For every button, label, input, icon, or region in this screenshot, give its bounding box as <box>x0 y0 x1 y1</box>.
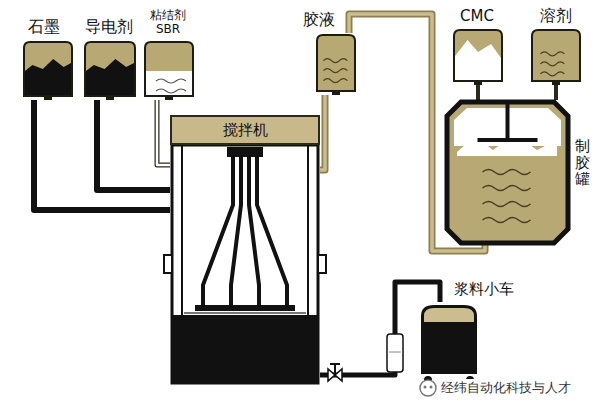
pipe-stroke <box>97 100 170 190</box>
tank-outline <box>445 100 570 245</box>
mixer-node: 搅拌机 <box>170 115 320 385</box>
node-label: 胶液 <box>303 10 335 29</box>
hopper-node: 粘结剂 SBR <box>143 40 195 100</box>
pipe-connector <box>34 100 170 210</box>
hopper-node: 石墨 <box>22 40 74 100</box>
pipe-connector <box>478 85 479 100</box>
node-label: 溶剂 <box>540 6 572 25</box>
pipe-stroke <box>320 95 325 170</box>
tank-node: 制胶罐 <box>445 100 570 245</box>
pipe-stroke <box>157 100 170 165</box>
valve-symbol <box>328 364 342 381</box>
hopper-outline <box>83 40 137 100</box>
hopper-node: CMC <box>452 28 504 85</box>
mixer-outline <box>170 115 320 385</box>
pipe-stroke <box>554 85 558 100</box>
filter-cylinder <box>387 328 403 372</box>
node-label: 制胶罐 <box>575 138 590 188</box>
pipe-connector <box>97 100 170 190</box>
watermark-icon <box>420 380 436 396</box>
hopper-outline <box>530 28 582 85</box>
cart-outline <box>420 302 478 375</box>
hopper-outline <box>452 28 504 85</box>
hopper-node: 胶液 <box>315 33 357 95</box>
node-label: 浆料小车 <box>454 280 514 298</box>
hopper-outline <box>22 40 74 100</box>
pipe-stroke <box>476 85 480 100</box>
hopper-outline <box>143 40 195 100</box>
hopper-node: 导电剂 <box>83 40 137 100</box>
node-label: 粘结剂 SBR <box>147 9 189 37</box>
node-label: 导电剂 <box>85 17 133 36</box>
watermark: 经纬自动化科技与人才 <box>439 379 573 397</box>
node-label: CMC <box>460 7 494 25</box>
pipe-stroke <box>157 100 170 165</box>
hopper-node: 溶剂 <box>530 28 582 85</box>
pipe-connector <box>556 85 557 100</box>
cart-node: 浆料小车 <box>420 302 478 375</box>
pipe-connector <box>320 95 325 170</box>
pipe-stroke <box>34 100 170 210</box>
pipe-connector <box>157 100 170 165</box>
pipe-stroke <box>320 95 325 170</box>
machine-label: 搅拌机 <box>170 115 320 145</box>
node-label: 石墨 <box>28 17 60 36</box>
hopper-outline <box>315 33 357 95</box>
